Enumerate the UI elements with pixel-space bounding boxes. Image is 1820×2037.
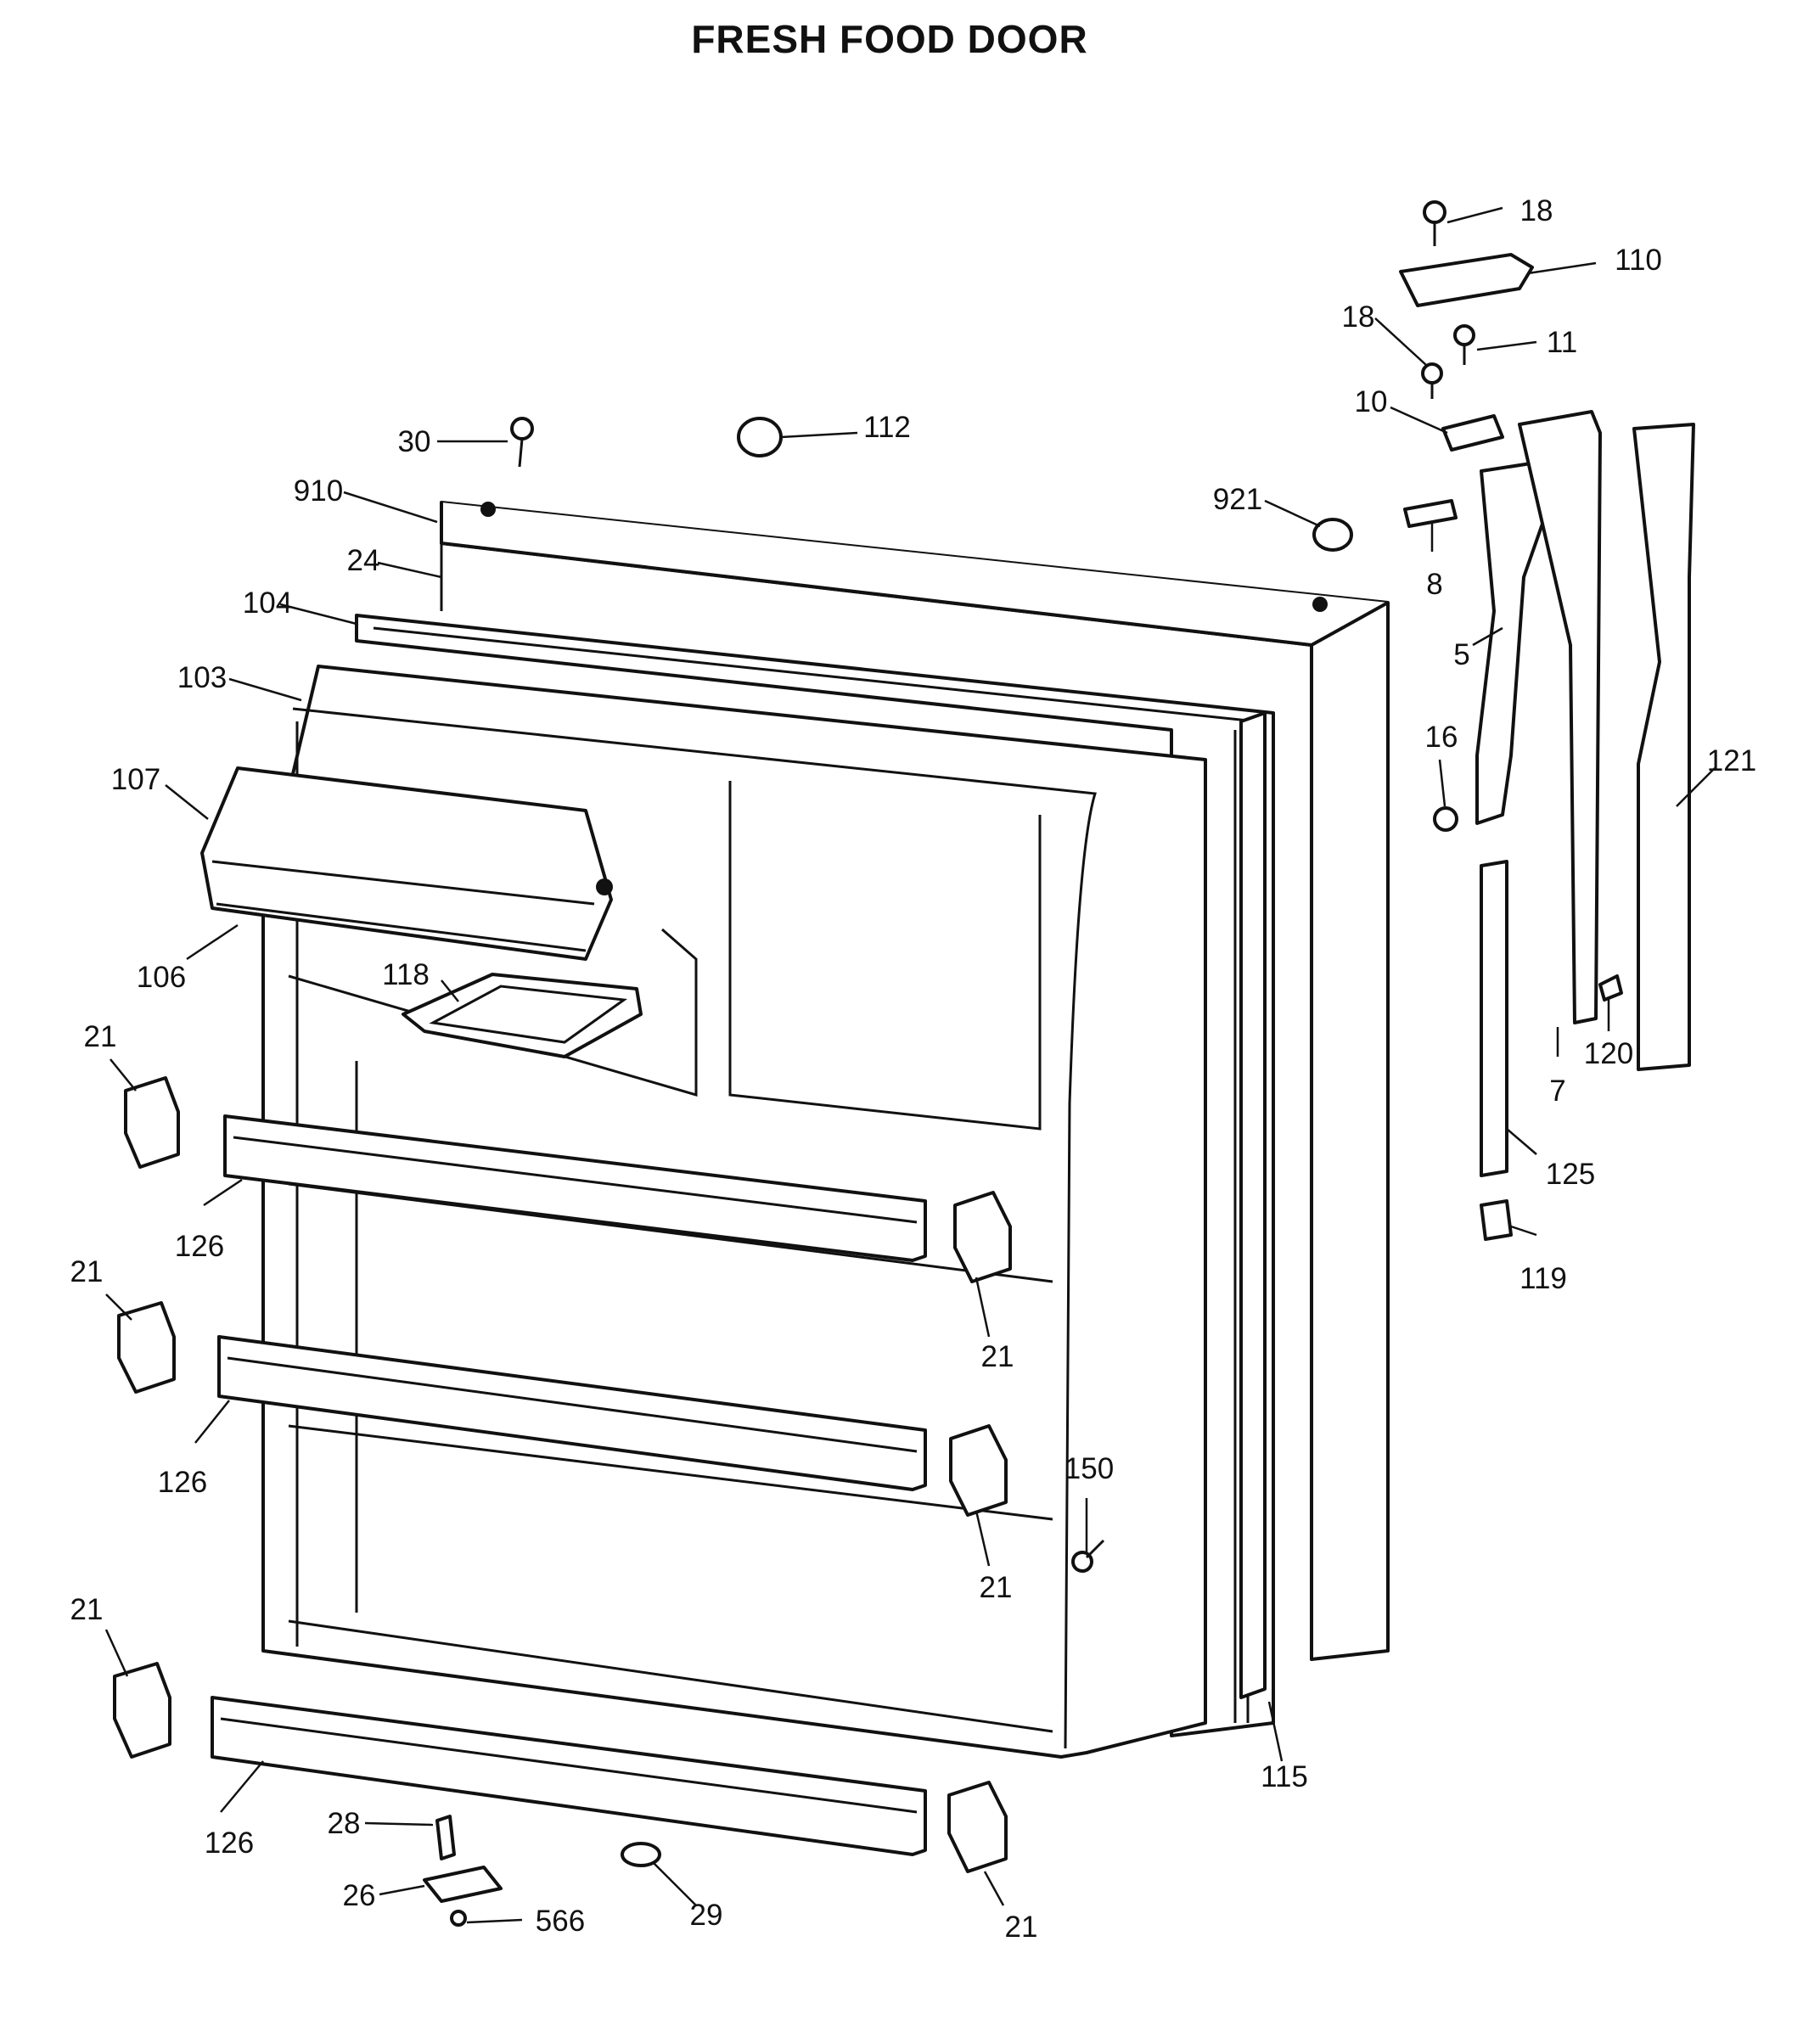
callout-label: 10 (1355, 385, 1388, 418)
shelf-end-cap-right-1 (953, 1191, 1012, 1283)
callout-label: 566 (536, 1905, 585, 1938)
shelf-bar-bottom (211, 1696, 927, 1856)
callout-label: 121 (1707, 744, 1756, 777)
small-hardware-bottom (423, 1815, 661, 1927)
hinge-cover (1399, 200, 1534, 528)
shelf-end-cap-left-3 (113, 1662, 171, 1759)
callout-label: 103 (177, 661, 227, 694)
callout-label: 119 (1519, 1262, 1567, 1295)
screw-30 (510, 417, 534, 468)
diagram-title: FRESH FOOD DOOR (691, 17, 1087, 61)
callout-label: 104 (243, 586, 292, 620)
callout-label: 21 (70, 1255, 104, 1288)
callout-label: 110 (1615, 244, 1662, 277)
shelf-end-cap-left-1 (124, 1076, 180, 1169)
shelf-end-cap-right-2 (949, 1424, 1008, 1517)
callout-labels: 18 110 18 11 10 30 112 910 921 8 24 104 … (70, 194, 1757, 1944)
callout-label: 18 (1342, 300, 1375, 334)
shelf-bar-top (223, 1114, 927, 1262)
callout-label: 11 (1547, 326, 1577, 359)
callout-label: 107 (111, 763, 160, 796)
callout-label: 910 (294, 474, 343, 508)
callout-label: 21 (1005, 1911, 1038, 1944)
callout-label: 126 (205, 1827, 254, 1860)
callout-label: 106 (137, 961, 186, 994)
callout-label: 112 (863, 411, 911, 444)
plug-button-112 (737, 417, 783, 457)
callout-label: 126 (158, 1466, 207, 1499)
shelf-end-cap-left-2 (117, 1301, 176, 1394)
callout-label: 150 (1064, 1452, 1114, 1485)
callout-label: 16 (1425, 721, 1458, 754)
callout-label: 118 (382, 958, 430, 991)
door-outer-panel (440, 501, 1390, 1661)
callout-label: 120 (1584, 1037, 1633, 1070)
callout-label: 21 (70, 1593, 104, 1626)
callout-label: 21 (84, 1020, 117, 1053)
callout-label: 8 (1426, 568, 1442, 601)
gasket-strip (1239, 711, 1267, 1699)
small-hardware-right (1071, 806, 1623, 1573)
callout-label: 28 (328, 1807, 361, 1840)
callout-label: 921 (1213, 483, 1262, 516)
callout-label: 126 (175, 1230, 224, 1263)
shelf-bar-middle (217, 1335, 927, 1491)
handle-trim (1480, 410, 1695, 1177)
callout-label: 21 (980, 1571, 1013, 1604)
callout-label: 21 (981, 1340, 1014, 1373)
callout-label: 30 (398, 425, 431, 458)
dairy-compartment-door (200, 766, 613, 961)
butter-tray (402, 973, 643, 1058)
callout-label: 115 (1261, 1760, 1308, 1793)
callout-label: 125 (1546, 1158, 1595, 1191)
callout-label: 7 (1549, 1075, 1565, 1108)
callout-label: 24 (347, 544, 380, 577)
callout-label: 26 (343, 1879, 376, 1912)
plug-button-921 (1312, 518, 1353, 552)
callout-label: 18 (1520, 194, 1553, 227)
callout-label: 5 (1453, 638, 1469, 671)
callout-label: 29 (690, 1899, 723, 1932)
shelf-end-cap-right-3 (947, 1781, 1008, 1873)
leader-lines (104, 206, 1716, 1924)
